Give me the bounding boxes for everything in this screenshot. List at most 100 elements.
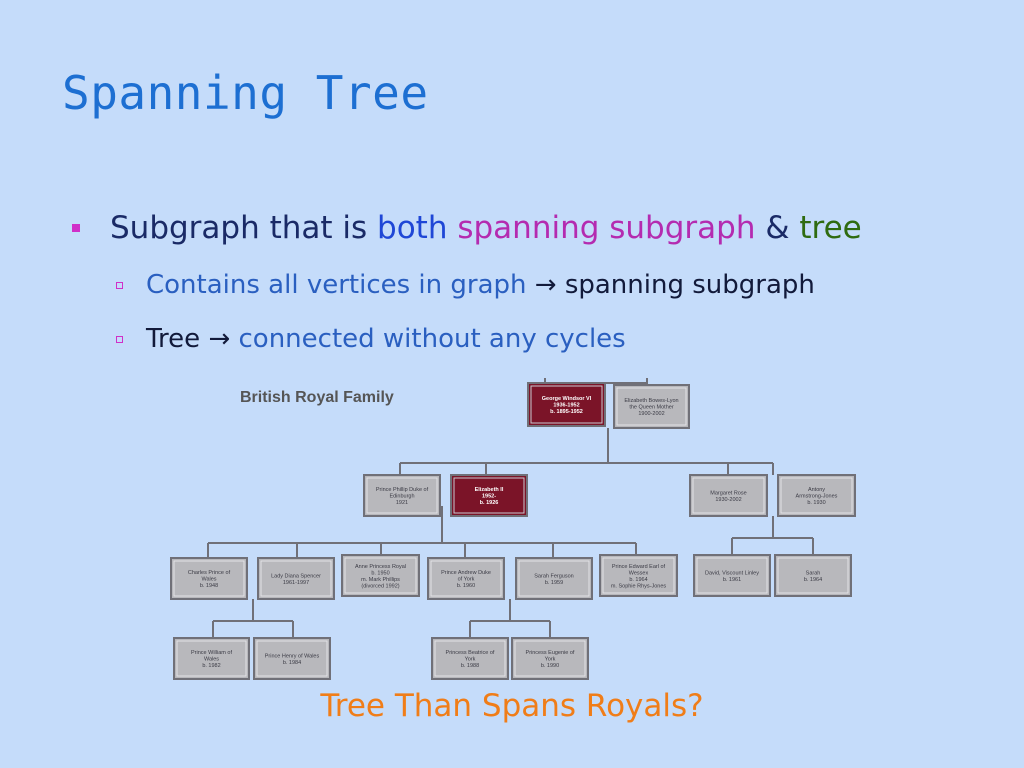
- node-box: [515, 557, 593, 600]
- node-label-line: Lady Diana Spencer: [271, 573, 321, 579]
- node-box-inner-border: [696, 557, 768, 594]
- node-box: [170, 557, 248, 600]
- sub-bullet-text-part: Contains all vertices in graph: [146, 270, 535, 300]
- node-label-line: Prince William of: [191, 650, 232, 656]
- node-box-inner-border: [260, 560, 332, 597]
- bullet-text-part: Subgraph that is: [110, 210, 378, 246]
- node-label-line: Anne Princess Royal: [355, 564, 406, 570]
- node-box-inner-border: [692, 477, 765, 514]
- node-label-line: b. 1988: [461, 663, 479, 669]
- node-label-line: Wessex: [629, 570, 649, 576]
- node-box: [173, 637, 250, 680]
- node-box: [511, 637, 589, 680]
- node-box-inner-border: [453, 477, 525, 514]
- node-label-line: b. 1964: [629, 577, 647, 583]
- node-box: [527, 382, 606, 427]
- node-label-line: b. 1948: [200, 583, 218, 589]
- node-label-line: 1936-1952: [553, 403, 579, 409]
- node-label-line: b. 1984: [283, 660, 301, 666]
- node-box: [689, 474, 768, 517]
- node-label-line: m. Sophie Rhys-Jones: [611, 583, 667, 589]
- node-label-line: 1900-2002: [638, 411, 664, 417]
- node-box-inner-border: [616, 387, 687, 426]
- node-box: [599, 554, 678, 597]
- royal-family-tree-figure: British Royal Family George Windsor VI19…: [170, 378, 856, 680]
- node-label-line: b. 1961: [723, 577, 741, 583]
- node-box-inner-border: [256, 640, 328, 677]
- bullet-text: Subgraph that is both spanning subgraph …: [110, 210, 862, 246]
- node-label-line: of York: [458, 577, 475, 583]
- node-label-line: David, Viscount Linley: [705, 570, 759, 576]
- node-label-line: b. 1950: [371, 570, 389, 576]
- node-box-inner-border: [434, 640, 506, 677]
- node-box: [450, 474, 528, 517]
- sub-bullet-text-part: connected without any cycles: [230, 324, 626, 354]
- node-label-line: b. 1990: [541, 663, 559, 669]
- node-label-line: Prince Henry of Wales: [265, 653, 320, 659]
- node-label-line: 1961-1997: [283, 580, 309, 586]
- node-label-line: Wales: [201, 577, 216, 583]
- node-label-line: Wales: [204, 657, 219, 663]
- node-label-line: Margaret Rose: [710, 490, 746, 496]
- node-box: [777, 474, 856, 517]
- node-box-inner-border: [777, 557, 849, 594]
- node-box: [363, 474, 441, 517]
- node-label-line: George Windsor VI: [542, 396, 592, 402]
- node-box-inner-border: [780, 477, 853, 514]
- sub-bullet-text: Contains all vertices in graph → spannin…: [146, 270, 815, 300]
- node-box: [427, 557, 505, 600]
- node-box-inner-border: [530, 385, 603, 424]
- node-label-line: m. Mark Phillips: [361, 577, 400, 583]
- node-label-line: Antony: [808, 487, 825, 493]
- node-label-line: 1921: [396, 500, 408, 506]
- node-label-line: b. 1930: [807, 500, 825, 506]
- node-label-line: b. 1926: [480, 500, 499, 506]
- sub-bullet-text-part: Tree: [146, 324, 209, 354]
- node-box-inner-border: [344, 557, 417, 594]
- node-label-line: Armstrong-Jones: [796, 494, 838, 500]
- node-label-line: Charles Prince of: [188, 570, 231, 576]
- node-label-line: Princess Eugenie of: [526, 650, 575, 656]
- slide-title: Spanning Tree: [62, 66, 429, 120]
- sub-bullet-marker: [116, 336, 123, 343]
- tree-caption: Tree Than Spans Royals?: [320, 688, 704, 724]
- node-label-line: 1930-2002: [715, 497, 741, 503]
- bullet-text-ampersand: &: [755, 210, 800, 246]
- node-box-inner-border: [366, 477, 438, 514]
- node-label-line: b. 1959: [545, 580, 563, 586]
- node-box: [257, 557, 335, 600]
- node-label-line: Sarah Ferguson: [534, 573, 573, 579]
- node-box: [613, 384, 690, 429]
- bullet-text-both: both: [377, 210, 458, 246]
- sub-bullet-text-part: spanning subgraph: [556, 270, 815, 300]
- node-box-inner-border: [430, 560, 502, 597]
- bullet-marker: [72, 224, 80, 232]
- bullet-text-tree: tree: [799, 210, 862, 246]
- node-label-line: (divorced 1992): [361, 583, 399, 589]
- node-box: [693, 554, 771, 597]
- bullet-text-spanning-subgraph: spanning subgraph: [457, 210, 756, 246]
- node-box-inner-border: [514, 640, 586, 677]
- node-label-line: Prince Phillip Duke of: [376, 487, 429, 493]
- node-label-line: b. 1964: [804, 577, 822, 583]
- node-label-line: Elizabeth Bowes-Lyon: [624, 398, 678, 404]
- node-label-line: York: [545, 657, 556, 663]
- right-arrow-icon: →: [534, 270, 557, 300]
- node-box-inner-border: [173, 560, 245, 597]
- node-box-inner-border: [602, 557, 675, 594]
